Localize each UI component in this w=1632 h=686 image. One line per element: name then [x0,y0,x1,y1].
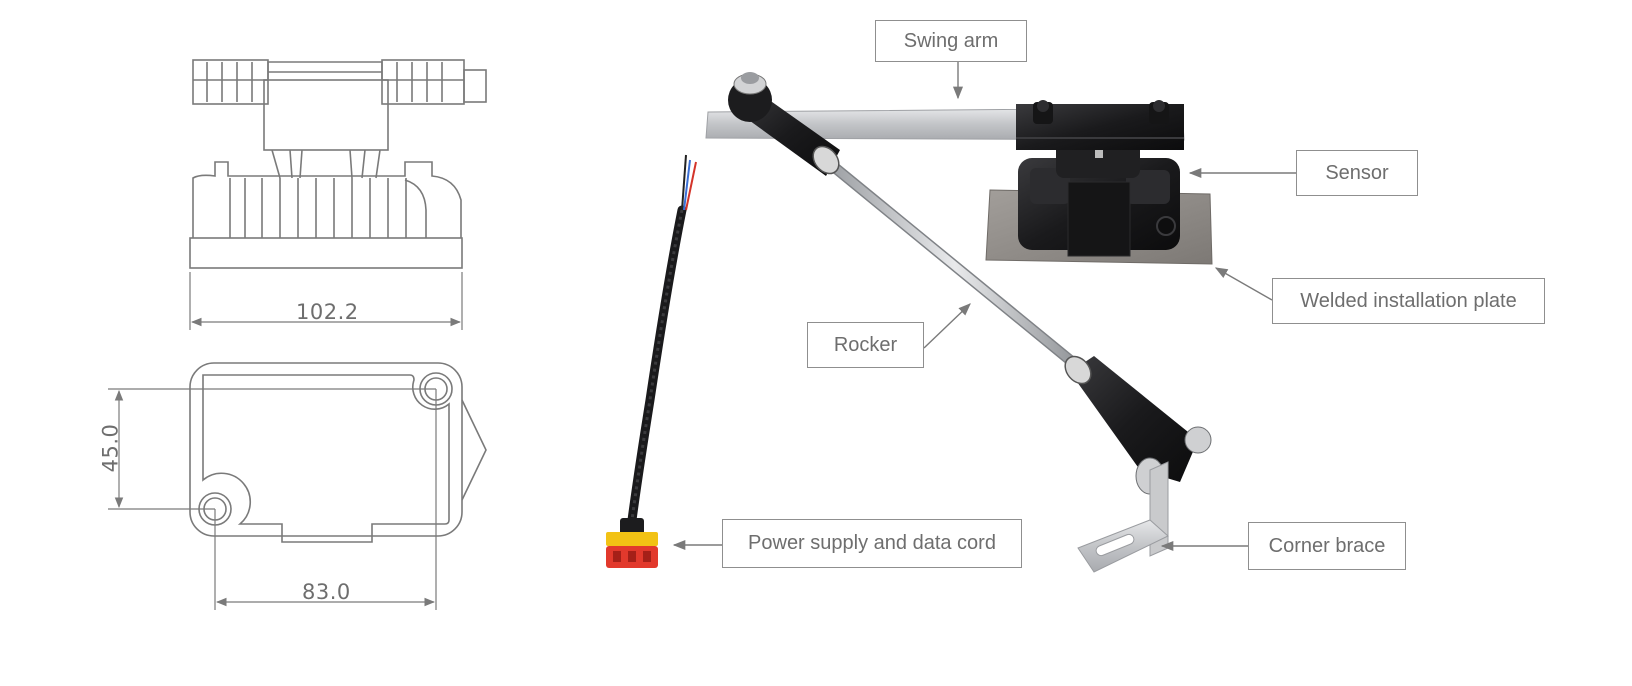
rocker-image [728,72,1212,495]
callout-swing-arm: Swing arm [875,20,1027,62]
callout-leaders [672,62,1296,552]
callout-sensor: Sensor [1296,150,1418,196]
callout-corner-brace: Corner brace [1248,522,1406,570]
dimension-width-label: 102.2 [296,300,359,324]
callout-power-supply-and-data-cord: Power supply and data cord [722,519,1022,568]
top-view-drawing [108,362,487,610]
callout-rocker: Rocker [807,322,924,368]
side-view-drawing [189,59,487,330]
rocker-leader [923,303,971,349]
dimension-height-label: 45.0 [98,423,123,473]
welded-plate-leader [1214,267,1273,301]
sensor-image [1018,140,1180,257]
corner-brace-image [1077,461,1169,573]
callout-welded-installation-plate: Welded installation plate [1272,278,1545,324]
power-supply-cord-image [606,154,697,568]
swing-arm-image [705,100,1185,150]
dimension-hole-spacing-label: 83.0 [302,580,351,604]
